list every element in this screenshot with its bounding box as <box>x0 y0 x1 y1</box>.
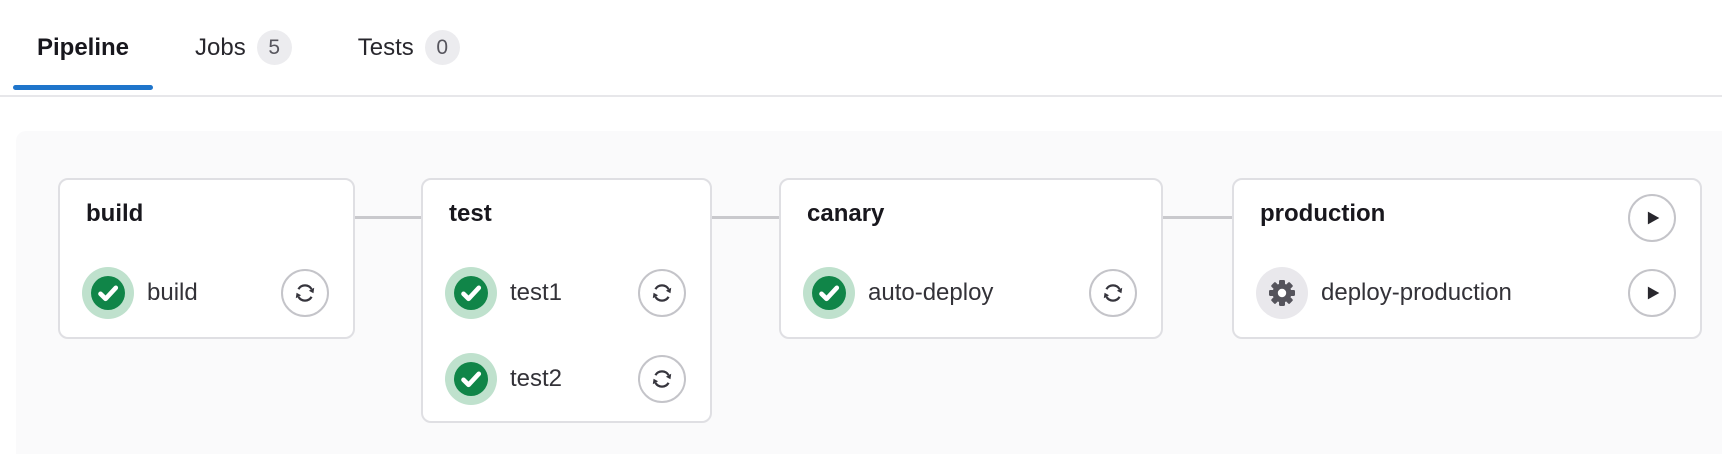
tab-jobs-label: Jobs <box>195 33 246 61</box>
tests-count-badge: 0 <box>424 30 460 65</box>
tab-tests[interactable]: Tests 0 <box>334 0 484 95</box>
job-row-auto-deploy: auto-deploy <box>803 267 1137 319</box>
retry-arrows-icon <box>652 284 672 302</box>
stage-name-build: build <box>86 200 144 227</box>
retry-arrows-icon <box>652 370 672 388</box>
stage-connector-canary-production <box>1163 216 1232 219</box>
job-link-test1[interactable]: test1 <box>510 279 563 306</box>
stage-name-production: production <box>1260 200 1386 227</box>
retry-arrows-icon <box>1103 284 1123 302</box>
play-triangle-icon <box>1647 286 1660 300</box>
job-link-build[interactable]: build <box>147 279 198 306</box>
job-link-auto-deploy[interactable]: auto-deploy <box>868 279 994 306</box>
retry-job-button[interactable] <box>1089 269 1137 317</box>
job-row-build: build <box>82 267 329 319</box>
stage-card-build: build build <box>58 178 355 339</box>
stage-name-canary: canary <box>807 200 885 227</box>
status-success-icon <box>82 267 134 319</box>
status-manual-gear-icon <box>1256 267 1308 319</box>
retry-job-button[interactable] <box>638 355 686 403</box>
tab-pipeline[interactable]: Pipeline <box>13 0 154 95</box>
status-success-icon <box>445 267 497 319</box>
job-row-test1: test1 <box>445 267 686 319</box>
stage-card-test: test test1 test2 <box>421 178 712 423</box>
tab-pipeline-label: Pipeline <box>37 33 130 61</box>
play-triangle-icon <box>1647 211 1660 225</box>
tab-list: Pipeline Jobs 5 Tests 0 <box>13 0 484 95</box>
tab-tests-label: Tests <box>357 33 414 61</box>
play-job-button[interactable] <box>1628 269 1676 317</box>
status-success-icon <box>803 267 855 319</box>
status-success-icon <box>445 353 497 405</box>
retry-job-button[interactable] <box>281 269 329 317</box>
job-link-deploy-production[interactable]: deploy-production <box>1321 279 1512 306</box>
stage-card-production: production deploy <box>1232 178 1702 339</box>
stage-name-test: test <box>449 200 492 227</box>
play-stage-button[interactable] <box>1628 194 1676 242</box>
stage-connector-test-canary <box>712 216 779 219</box>
job-row-deploy-production: deploy-production <box>1256 267 1676 319</box>
tab-jobs[interactable]: Jobs 5 <box>171 0 316 95</box>
jobs-count-badge: 5 <box>256 30 292 65</box>
job-row-test2: test2 <box>445 353 686 405</box>
stage-card-canary: canary auto-deploy <box>779 178 1163 339</box>
retry-arrows-icon <box>295 284 315 302</box>
tabbar-divider <box>0 95 1722 97</box>
job-link-test2[interactable]: test2 <box>510 365 563 392</box>
stage-connector-build-test <box>355 216 421 219</box>
pipeline-tabbar: Pipeline Jobs 5 Tests 0 <box>0 0 1722 97</box>
retry-job-button[interactable] <box>638 269 686 317</box>
